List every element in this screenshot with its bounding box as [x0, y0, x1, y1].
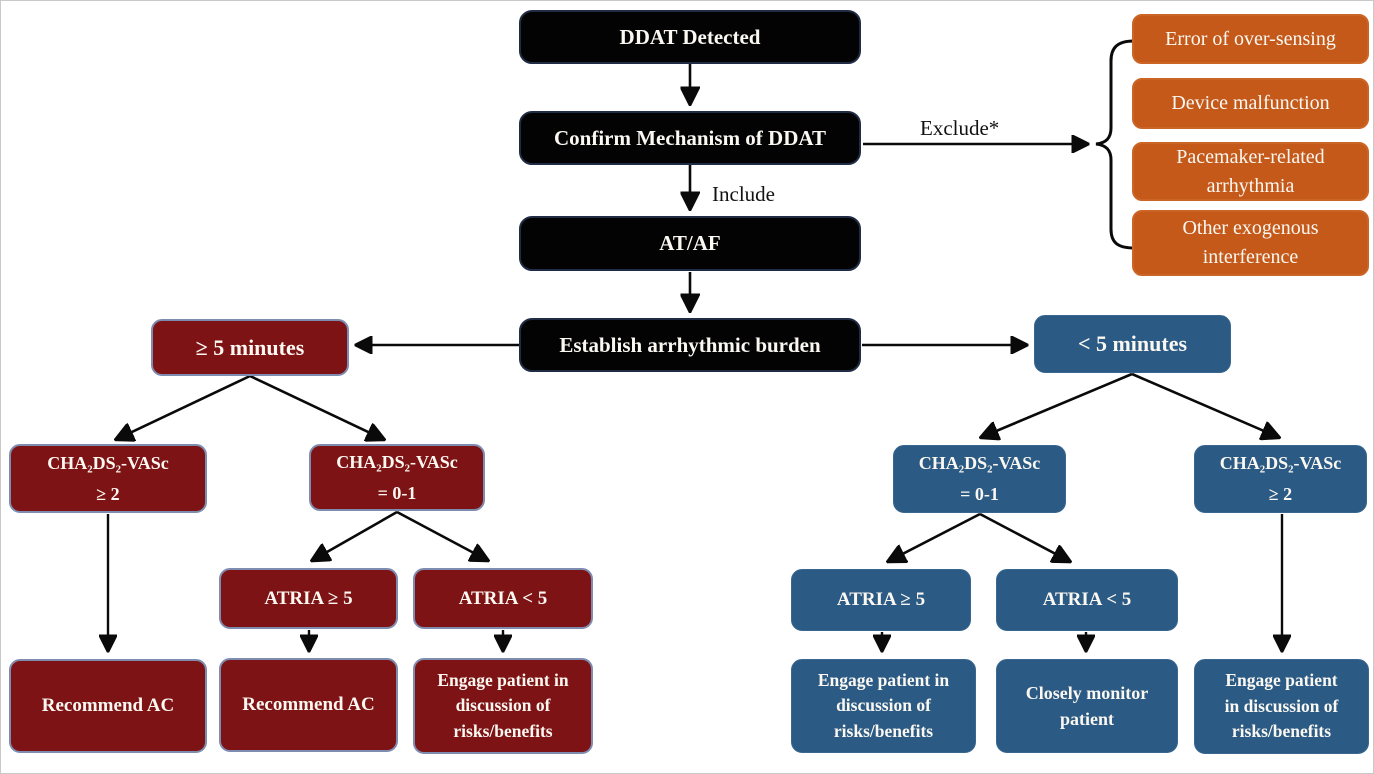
node-closely-monitor: Closely monitor patient — [996, 659, 1178, 753]
bracket-excluded-causes — [1095, 39, 1135, 250]
node-blue-chads-0-1: CHA₂DS₂-VASc = 0-1 — [893, 445, 1066, 513]
node-confirm-mechanism: Confirm Mechanism of DDAT — [519, 111, 861, 165]
node-recommend-ac-2: Recommend AC — [219, 658, 398, 752]
node-blue-chads-ge2: CHA₂DS₂-VASc ≥ 2 — [1194, 445, 1367, 513]
node-device-malfunction: Device malfunction — [1132, 78, 1369, 129]
node-red-chads-0-1: CHA₂DS₂-VASc = 0-1 — [309, 444, 485, 511]
arrow-bchads01-to-atria-ge5 — [889, 512, 981, 561]
arrow-lt5min-to-chads-ge2 — [1131, 372, 1278, 437]
node-blue-engage-patient-1: Engage patient in discussion of risks/be… — [791, 659, 976, 753]
label-include: Include — [712, 182, 775, 206]
arrow-ge5min-to-chads-01 — [249, 374, 383, 439]
node-error-over-sensing: Error of over-sensing — [1132, 14, 1369, 64]
node-blue-atria-lt5: ATRIA < 5 — [996, 569, 1178, 631]
node-ge-5-minutes: ≥ 5 minutes — [151, 319, 349, 376]
node-establish-burden: Establish arrhythmic burden — [519, 318, 861, 372]
node-blue-engage-patient-2: Engage patient in discussion of risks/be… — [1194, 659, 1369, 754]
arrow-chads01-to-atria-ge5 — [313, 510, 398, 560]
arrow-chads01-to-atria-lt5 — [396, 510, 487, 560]
node-pacemaker-arrhythmia: Pacemaker-related arrhythmia — [1132, 142, 1369, 201]
node-other-interference: Other exogenous interference — [1132, 210, 1369, 276]
node-ddat-detected: DDAT Detected — [519, 10, 861, 64]
node-red-atria-lt5: ATRIA < 5 — [413, 568, 593, 629]
node-lt-5-minutes: < 5 minutes — [1034, 315, 1231, 373]
arrow-ge5min-to-chads-ge2 — [117, 374, 251, 439]
node-red-chads-ge2: CHA₂DS₂-VASc ≥ 2 — [9, 444, 207, 513]
node-red-atria-ge5: ATRIA ≥ 5 — [219, 568, 398, 629]
node-blue-atria-ge5: ATRIA ≥ 5 — [791, 569, 971, 631]
arrow-lt5min-to-chads-01 — [982, 372, 1133, 437]
node-recommend-ac-1: Recommend AC — [9, 659, 207, 753]
node-at-af: AT/AF — [519, 216, 861, 271]
arrow-bchads01-to-atria-lt5 — [979, 512, 1069, 561]
node-red-engage-patient: Engage patient in discussion of risks/be… — [413, 658, 593, 754]
label-exclude: Exclude* — [920, 116, 1000, 140]
